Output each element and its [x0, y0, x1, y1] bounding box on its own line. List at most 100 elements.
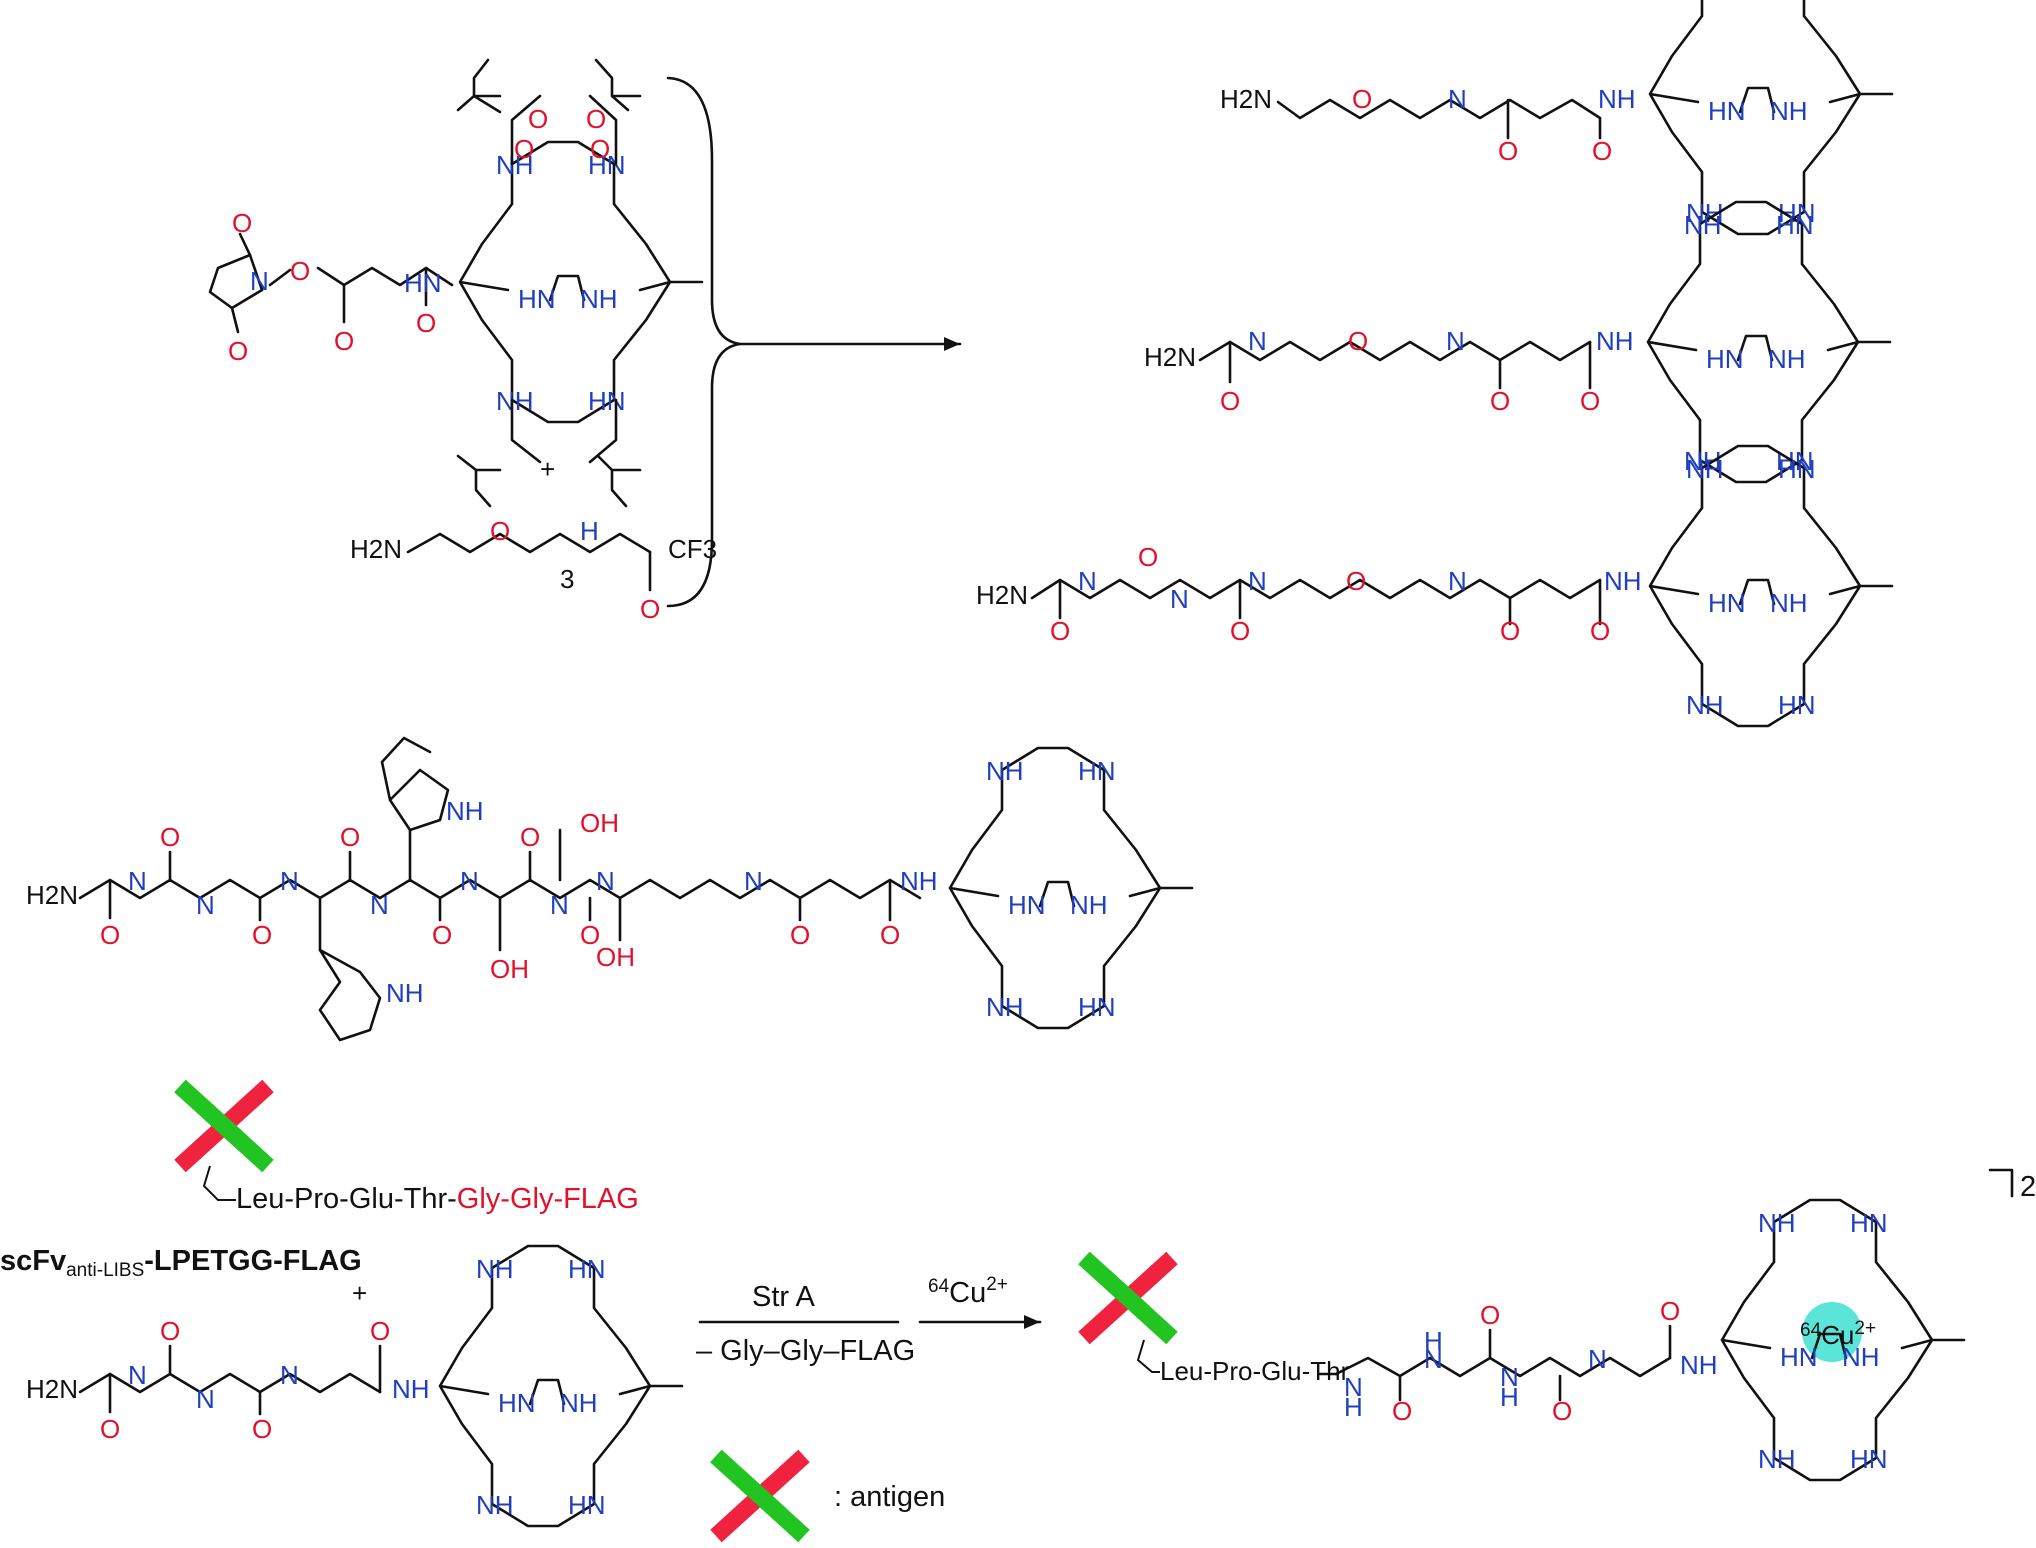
svg-text:O: O	[1352, 84, 1372, 114]
svg-text:O: O	[432, 920, 452, 950]
svg-text:N: N	[250, 266, 269, 296]
svg-text:3: 3	[560, 564, 574, 594]
svg-text:O: O	[520, 822, 540, 852]
scfv-label: scFvanti-LIBS-LPETGG-FLAG	[0, 1245, 362, 1281]
svg-text:O: O	[100, 1414, 120, 1444]
product-2: H2N O N O N O O NH	[1144, 200, 1892, 484]
svg-text:O: O	[514, 134, 534, 164]
brace	[666, 76, 742, 608]
svg-text:O: O	[252, 920, 272, 950]
svg-text:NH: NH	[900, 866, 938, 896]
svg-text:O: O	[1592, 136, 1612, 166]
svg-text:N: N	[1248, 326, 1267, 356]
svg-text:O: O	[160, 1316, 180, 1346]
svg-text:O: O	[1346, 566, 1366, 596]
antigen-icon	[180, 1086, 268, 1166]
svg-text:NH: NH	[392, 1374, 430, 1404]
svg-text:N: N	[1078, 566, 1097, 596]
svg-text:O: O	[1500, 616, 1520, 646]
product-chain-label: Leu-Pro-Glu-Thr	[1160, 1356, 1350, 1386]
svg-text:O: O	[880, 920, 900, 950]
svg-text:H: H	[1424, 1326, 1443, 1356]
protected-cage-nhs: O O N O O O HN O O O O +	[208, 58, 704, 508]
svg-text:N: N	[1448, 566, 1467, 596]
svg-text:N: N	[1588, 1344, 1607, 1374]
svg-text:NH: NH	[1680, 1350, 1718, 1380]
svg-text:N: N	[1248, 566, 1267, 596]
plus-sign: +	[352, 1278, 367, 1308]
svg-text:H2N: H2N	[26, 1374, 78, 1404]
svg-text:N: N	[1344, 1372, 1363, 1402]
svg-text:O: O	[334, 326, 354, 356]
svg-text:N: N	[550, 890, 569, 920]
svg-text:OH: OH	[596, 942, 635, 972]
svg-text:O: O	[252, 1414, 272, 1444]
copper-complex: N H O H N O N H O N O NH 64Cu2+ 2+	[1318, 1168, 2036, 1482]
svg-text:O: O	[590, 134, 610, 164]
svg-text:O: O	[1480, 1300, 1500, 1330]
svg-text:H: H	[1344, 1392, 1363, 1422]
svg-text:O: O	[370, 1316, 390, 1346]
svg-text:H2N: H2N	[1144, 342, 1196, 372]
svg-text:H2N: H2N	[26, 880, 78, 910]
svg-text:N: N	[128, 866, 147, 896]
complex-charge: 2+	[2020, 1171, 2036, 1203]
lpet-chain-label: Leu-Pro-Glu-Thr-Gly-Gly-FLAG	[236, 1183, 639, 1215]
svg-text:O: O	[416, 308, 436, 338]
svg-text:N: N	[1446, 326, 1465, 356]
svg-text:CF3: CF3	[668, 534, 717, 564]
svg-text:H2N: H2N	[350, 534, 402, 564]
svg-text:N: N	[1448, 84, 1467, 114]
cu-reagent-label: 64Cu2+	[928, 1274, 1008, 1309]
svg-text:N: N	[128, 1360, 147, 1390]
svg-text:H: H	[1500, 1382, 1519, 1412]
svg-text:O: O	[1348, 326, 1368, 356]
svg-text:N: N	[280, 1360, 299, 1390]
svg-text:O: O	[490, 516, 510, 546]
svg-text:O: O	[1660, 1296, 1680, 1326]
svg-text:O: O	[100, 920, 120, 950]
peg-trifluoroacetamide: H2N O 3 H O CF3	[350, 516, 717, 624]
svg-text:N: N	[280, 866, 299, 896]
svg-text:O: O	[790, 920, 810, 950]
svg-text:NH: NH	[386, 978, 424, 1008]
copper-ion-label: 64Cu2+	[1800, 1318, 1876, 1350]
svg-text:O: O	[1498, 136, 1518, 166]
svg-text:O: O	[1050, 616, 1070, 646]
svg-text:N: N	[196, 1384, 215, 1414]
svg-text:N: N	[744, 866, 763, 896]
svg-text:HN: HN	[404, 268, 442, 298]
svg-text:N: N	[196, 890, 215, 920]
svg-text:NH: NH	[446, 796, 484, 826]
legend-label: : antigen	[834, 1481, 945, 1513]
svg-text:N: N	[1170, 584, 1189, 614]
svg-text:N: N	[370, 890, 389, 920]
peptide-cage-conjugate: H2N O N O N O N NH O N NH O N OH O N OH …	[26, 736, 1194, 1042]
svg-text:NH: NH	[1604, 566, 1642, 596]
svg-text:O: O	[1590, 616, 1610, 646]
svg-text:+: +	[540, 454, 555, 484]
svg-text:O: O	[160, 822, 180, 852]
byproduct-label: – Gly–Gly–FLAG	[696, 1335, 915, 1367]
svg-text:O: O	[228, 336, 248, 366]
antigen-icon-product	[1084, 1258, 1172, 1338]
svg-text:O: O	[1552, 1396, 1572, 1426]
svg-text:O: O	[340, 822, 360, 852]
svg-text:O: O	[290, 256, 310, 286]
svg-text:H: H	[580, 516, 599, 546]
svg-text:O: O	[1392, 1396, 1412, 1426]
svg-text:H2N: H2N	[1220, 84, 1272, 114]
svg-text:OH: OH	[490, 954, 529, 984]
svg-text:NH: NH	[1598, 84, 1636, 114]
svg-text:O: O	[640, 594, 660, 624]
svg-text:N: N	[460, 866, 479, 896]
svg-text:OH: OH	[580, 808, 619, 838]
legend-antigen-icon	[716, 1456, 804, 1536]
svg-text:O: O	[1580, 386, 1600, 416]
svg-text:N: N	[1424, 1344, 1443, 1374]
svg-text:O: O	[1138, 542, 1158, 572]
enzyme-label: Str A	[752, 1281, 816, 1313]
svg-text:NH: NH	[1596, 326, 1634, 356]
svg-text:O: O	[232, 208, 252, 238]
